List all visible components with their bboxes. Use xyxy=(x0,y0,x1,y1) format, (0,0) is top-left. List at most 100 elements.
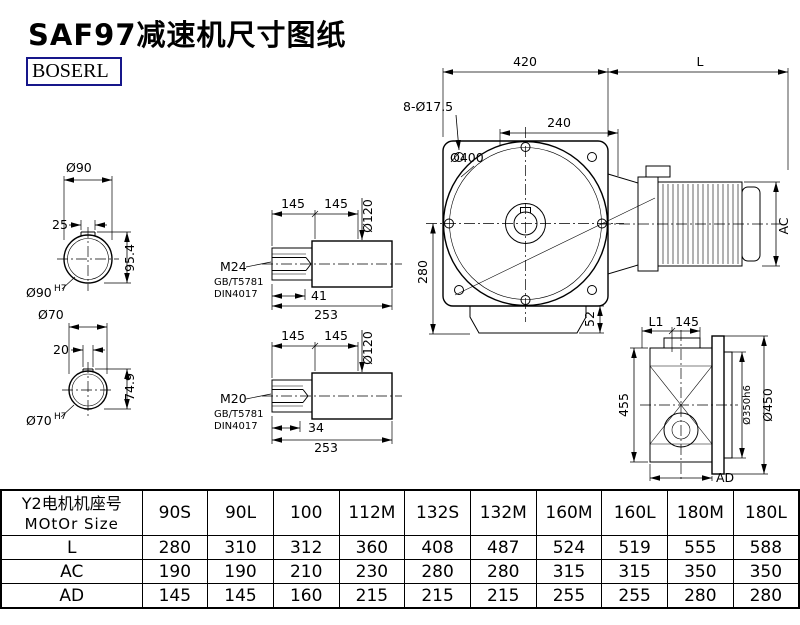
table-cell: 280 xyxy=(732,583,800,609)
row-label-L: L xyxy=(0,535,143,560)
bore-label-text-70: Ø70 xyxy=(26,413,52,428)
boserl-logo: BOSERL xyxy=(26,57,122,86)
column-header: 180M xyxy=(667,489,734,536)
dim-145-145-top: 145 145 xyxy=(271,196,359,246)
dim-length-L: L xyxy=(608,54,789,170)
dim-label-455: 455 xyxy=(616,393,631,417)
gearbox-front-view: 420 L 240 8-Ø17.5 Ø400 xyxy=(403,54,791,335)
dim-dia-120-top: Ø120 xyxy=(359,198,375,240)
dim-label-dia120-top: Ø120 xyxy=(360,199,375,233)
thread-bore-m24 xyxy=(272,257,312,271)
housing-bottom xyxy=(469,306,587,334)
table-cell: 315 xyxy=(535,559,603,584)
table-cell: 215 xyxy=(338,583,406,609)
dim-total-253-bottom: 253 xyxy=(271,421,393,455)
bore-tolerance-70: H7 xyxy=(54,412,67,422)
dim-pitch-240: 240 xyxy=(499,115,619,176)
dim-label-145-side: 145 xyxy=(675,314,699,329)
dim-height-280: 280 xyxy=(415,223,470,335)
bore-label-90H7: Ø90 H7 xyxy=(26,276,76,300)
table-cell: 524 xyxy=(535,535,603,560)
page-title: SAF97减速机尺寸图纸 xyxy=(28,18,347,52)
dim-dia-120-bottom: Ø120 xyxy=(359,330,375,372)
table-row-AD: AD 145 145 160 215 215 215 255 255 280 2… xyxy=(0,583,800,609)
dim-label-height-95-4: 95.4 xyxy=(122,244,137,272)
standard-gb-bottom: GB/T5781 xyxy=(214,409,264,420)
dim-label-L1: L1 xyxy=(649,314,664,329)
dim-spigot-350h6: Ø350h6 xyxy=(732,351,753,459)
shaft-detail-m24: 145 145 Ø120 M24 GB/T5781 DIN4017 xyxy=(214,196,402,322)
column-header: 132S xyxy=(404,489,471,536)
dim-label-L: L xyxy=(697,54,704,69)
table-row-L: L 280 310 312 360 408 487 524 519 555 58… xyxy=(0,535,800,560)
table-cell: 350 xyxy=(732,559,800,584)
table-cell: 190 xyxy=(207,559,274,584)
label-bolt-holes: 8-Ø17.5 xyxy=(403,99,461,151)
dim-key-width-20: 20 xyxy=(53,342,105,367)
thread-bore-m20 xyxy=(272,389,309,403)
thread-label-m24: M24 GB/T5781 DIN4017 xyxy=(214,259,272,300)
dim-label-52: 52 xyxy=(582,311,597,327)
table-cell: 230 xyxy=(338,559,406,584)
dim-label-280: 280 xyxy=(415,260,430,284)
dim-label-350h6: Ø350h6 xyxy=(741,385,753,425)
row-label-AD: AD xyxy=(0,583,143,609)
dim-145-145-bottom: 145 145 xyxy=(271,328,359,378)
standard-din-top: DIN4017 xyxy=(214,289,258,300)
dim-label-8-17-5: 8-Ø17.5 xyxy=(403,99,453,114)
table-cell: 315 xyxy=(601,559,668,584)
dim-diameter-90: Ø90 xyxy=(63,160,113,240)
dim-total-253-top: 253 xyxy=(271,289,393,322)
column-header: 160L xyxy=(601,489,668,536)
dim-label-145a: 145 xyxy=(281,196,305,211)
dim-label-145d: 145 xyxy=(324,328,348,343)
dim-height-95-4: 95.4 xyxy=(97,231,137,284)
dim-label-400: Ø400 xyxy=(450,150,484,165)
dim-diameter-70: Ø70 xyxy=(38,307,108,374)
column-header: 160M xyxy=(535,489,603,536)
table-cell: 487 xyxy=(469,535,537,560)
table-cell: 255 xyxy=(601,583,668,609)
table-cell: 210 xyxy=(272,559,340,584)
dim-label-dia120-bottom: Ø120 xyxy=(360,331,375,365)
row-label-AC: AC xyxy=(0,559,143,584)
table-cell: 255 xyxy=(535,583,603,609)
motor xyxy=(600,165,780,275)
table-header-row: Y2电机机座号 MOtOr Size 90S 90L 100 112M 132S… xyxy=(0,489,800,536)
table-cell: 310 xyxy=(207,535,274,560)
bore-label-text-90: Ø90 xyxy=(26,285,52,300)
dim-flange-450: Ø450 xyxy=(724,335,775,475)
shaft-end-view-70: Ø70 20 74.9 xyxy=(26,307,137,428)
dim-label-diameter-70: Ø70 xyxy=(38,307,64,322)
dim-label-420: 420 xyxy=(513,54,537,69)
table-cell: 588 xyxy=(732,535,800,560)
column-header: 180L xyxy=(732,489,800,536)
table-cell: 145 xyxy=(141,583,209,609)
table-cell: 160 xyxy=(272,583,340,609)
header-line1: Y2电机机座号 xyxy=(21,493,122,513)
standard-gb-top: GB/T5781 xyxy=(214,277,264,288)
motor-dimension-table: Y2电机机座号 MOtOr Size 90S 90L 100 112M 132S… xyxy=(0,489,800,609)
table-cell: 280 xyxy=(404,559,471,584)
table-row-AC: AC 190 190 210 230 280 280 315 315 350 3… xyxy=(0,559,800,584)
technical-drawing: Ø90 25 95.4 xyxy=(26,54,791,485)
table-cell: 350 xyxy=(667,559,734,584)
thread-size-m24: M24 xyxy=(220,259,247,274)
bore-label-70H7: Ø70 H7 xyxy=(26,404,75,428)
thread-size-m20: M20 xyxy=(220,391,247,406)
column-header: 112M xyxy=(338,489,406,536)
dim-label-AD: AD xyxy=(716,470,734,485)
table-cell: 312 xyxy=(272,535,340,560)
dim-label-253-top: 253 xyxy=(314,307,338,322)
dim-label-145c: 145 xyxy=(281,328,305,343)
section-line xyxy=(454,197,656,296)
dim-height-74-9: 74.9 xyxy=(95,368,137,410)
dim-key-width-25: 25 xyxy=(52,217,107,232)
table-cell: 408 xyxy=(404,535,471,560)
gearbox-side-view: L1 145 455 xyxy=(616,314,775,485)
column-header: 132M xyxy=(469,489,537,536)
dim-foot-52: 52 xyxy=(579,305,604,334)
table-cell: 555 xyxy=(667,535,734,560)
table-cell: 360 xyxy=(338,535,406,560)
dim-label-key-width-20: 20 xyxy=(53,342,69,357)
